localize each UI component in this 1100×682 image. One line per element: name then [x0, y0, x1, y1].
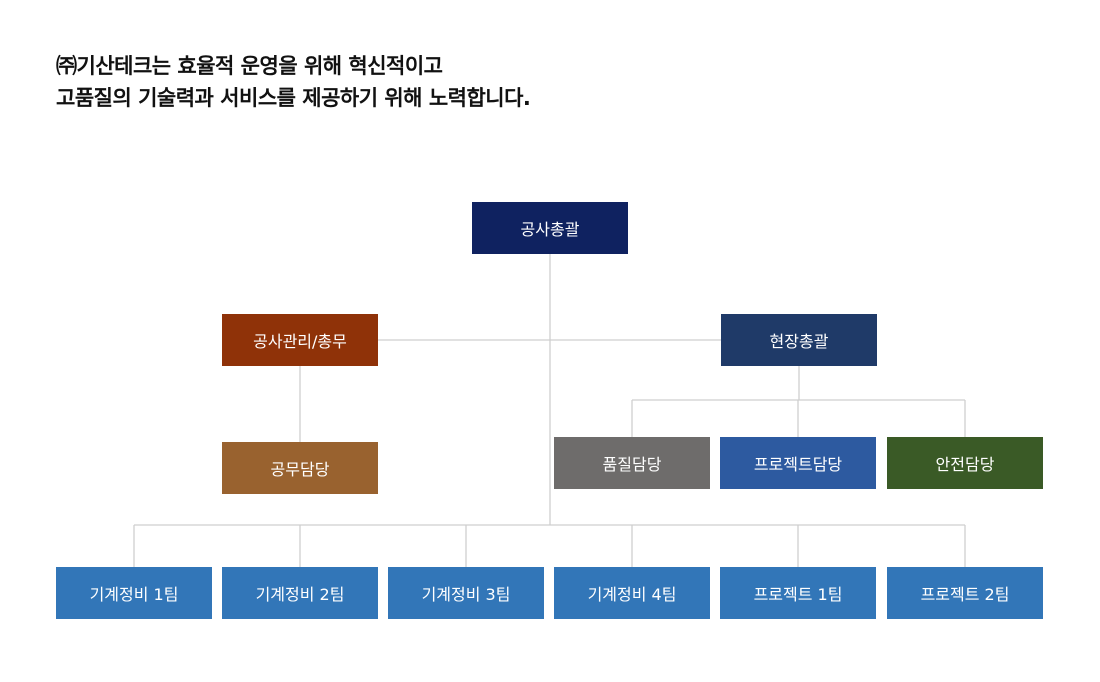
headline-line-1: ㈜기산테크는 효율적 운영을 위해 혁신적이고	[56, 54, 443, 78]
org-box-quality: 품질담당	[554, 437, 710, 489]
org-box-team-1: 기계정비 1팀	[56, 567, 212, 619]
org-box-team-5: 프로젝트 1팀	[720, 567, 876, 619]
org-box-team-4: 기계정비 4팀	[554, 567, 710, 619]
org-box-site-general: 현장총괄	[721, 314, 877, 366]
headline: ㈜기산테크는 효율적 운영을 위해 혁신적이고 고품질의 기술력과 서비스를 제…	[56, 50, 531, 114]
org-box-construction-management: 공사관리/총무	[222, 314, 378, 366]
org-box-construction-affairs: 공무담당	[222, 442, 378, 494]
headline-line-2: 고품질의 기술력과 서비스를 제공하기 위해 노력합니다.	[56, 86, 531, 110]
org-box-project: 프로젝트담당	[720, 437, 876, 489]
org-box-general-construction: 공사총괄	[472, 202, 628, 254]
org-box-safety: 안전담당	[887, 437, 1043, 489]
org-box-team-3: 기계정비 3팀	[388, 567, 544, 619]
org-box-team-2: 기계정비 2팀	[222, 567, 378, 619]
org-box-team-6: 프로젝트 2팀	[887, 567, 1043, 619]
